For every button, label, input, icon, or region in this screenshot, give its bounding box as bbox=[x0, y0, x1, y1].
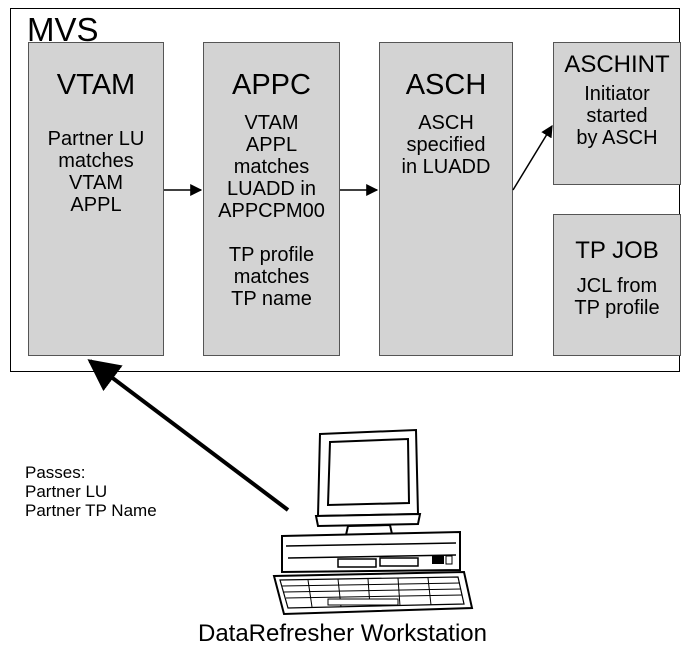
vtam-title: VTAM bbox=[56, 69, 136, 101]
desktop-computer-icon bbox=[272, 428, 474, 616]
asch-title: ASCH bbox=[405, 69, 487, 101]
aschint-title: ASCHINT bbox=[564, 51, 670, 78]
arrow-workstation-to-vtam bbox=[87, 359, 290, 512]
passes-heading: Passes: bbox=[25, 463, 86, 482]
tpjob-description: JCL from TP profile bbox=[574, 275, 660, 319]
mvs-title: MVS bbox=[27, 11, 99, 48]
workstation-caption: DataRefresher Workstation bbox=[197, 620, 487, 647]
aschint-description: Initiator started by ASCH bbox=[576, 83, 658, 149]
passes-partner-tp-name: Partner TP Name bbox=[25, 501, 157, 520]
tpjob-box: TP JOB JCL from TP profile bbox=[553, 214, 681, 356]
vtam-description: Partner LU matches VTAM APPL bbox=[47, 128, 145, 216]
vtam-box: VTAM Partner LU matches VTAM APPL bbox=[28, 42, 164, 356]
arrow-asch-to-aschint bbox=[512, 124, 553, 191]
appc-title: APPC bbox=[232, 69, 311, 101]
passes-label: Passes: Partner LU Partner TP Name bbox=[25, 463, 157, 520]
appc-description: VTAM APPL matches LUADD in APPCPM00 TP p… bbox=[218, 112, 325, 310]
asch-box: ASCH ASCH specified in LUADD bbox=[379, 42, 513, 356]
tpjob-title: TP JOB bbox=[575, 237, 659, 264]
appc-box: APPC VTAM APPL matches LUADD in APPCPM00… bbox=[203, 42, 340, 356]
passes-partner-lu: Partner LU bbox=[25, 482, 108, 501]
mvs-frame: MVS bbox=[10, 8, 680, 372]
asch-description: ASCH specified in LUADD bbox=[401, 112, 491, 178]
aschint-box: ASCHINT Initiator started by ASCH bbox=[553, 42, 681, 185]
